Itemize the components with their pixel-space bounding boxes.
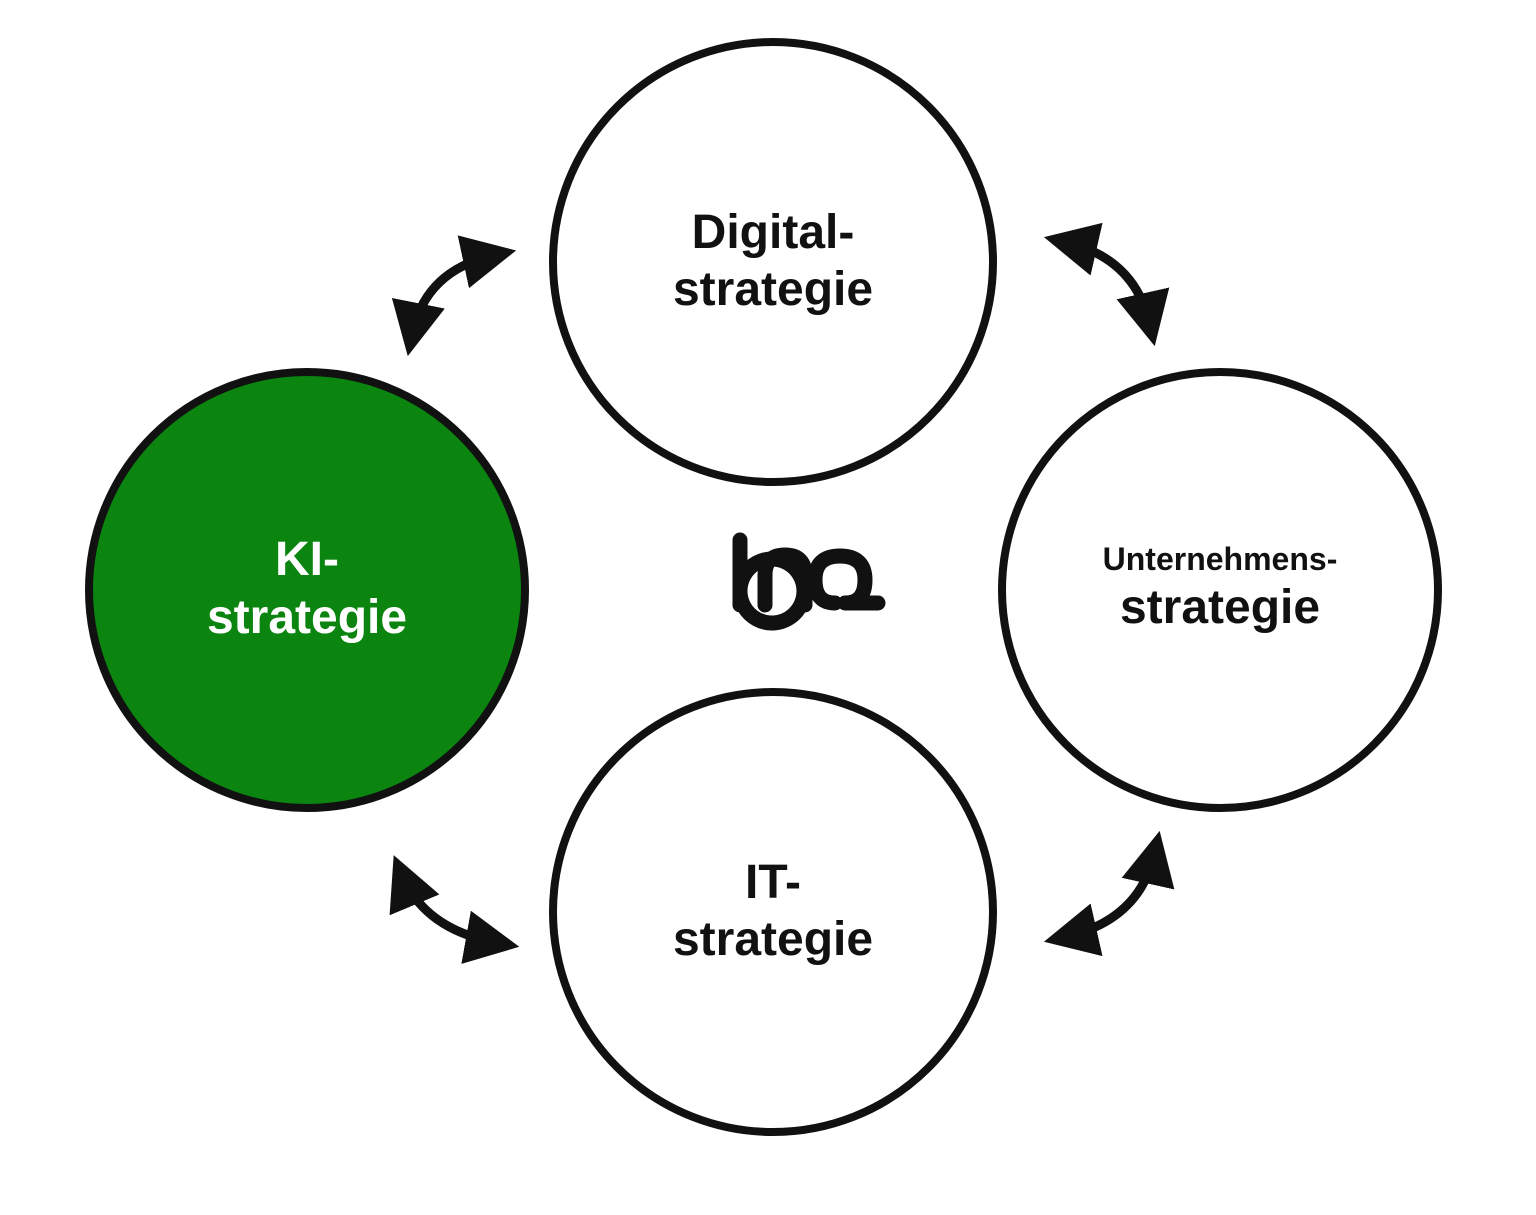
node-it-label-line1: IT- — [745, 856, 801, 909]
node-ki: KI- strategie — [85, 368, 529, 812]
node-it-circle — [549, 688, 997, 1136]
dno-logo-icon — [732, 532, 886, 631]
node-digital-label-line1: Digital- — [692, 206, 855, 259]
node-unternehmen-label-line2: strategie — [1120, 581, 1320, 634]
arrow-ki-digital — [391, 235, 517, 357]
node-digital: Digital- strategie — [549, 38, 997, 486]
node-ki-label-line2: strategie — [207, 591, 407, 644]
node-digital-circle — [549, 38, 997, 486]
arrow-digital-unternehmen — [1043, 222, 1170, 347]
arrow-it-ki — [389, 855, 520, 964]
node-unternehmen-circle — [998, 368, 1442, 812]
arrow-unternehmen-it — [1043, 830, 1175, 957]
node-ki-circle — [85, 368, 529, 812]
node-unternehmen: Unternehmens- strategie — [998, 368, 1442, 812]
node-digital-label-line2: strategie — [673, 263, 873, 316]
node-ki-label-line1: KI- — [275, 533, 339, 586]
node-unternehmen-label-line1: Unternehmens- — [1103, 541, 1338, 577]
node-it: IT- strategie — [549, 688, 997, 1136]
node-it-label-line2: strategie — [673, 913, 873, 966]
